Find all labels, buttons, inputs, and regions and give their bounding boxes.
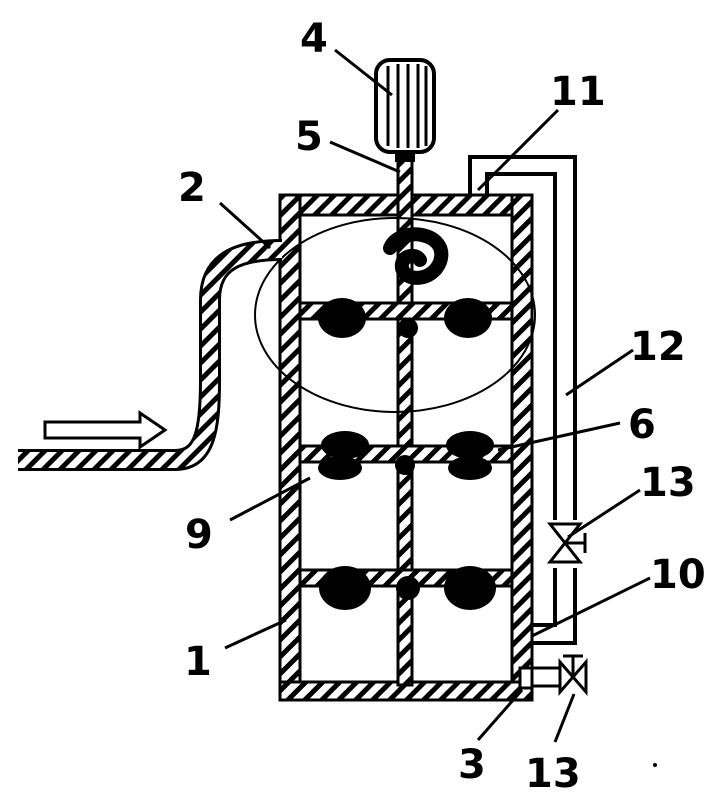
stray-dot (653, 763, 657, 767)
label-circulation-pipe: 12 (630, 324, 686, 370)
label-inlet: 2 (178, 165, 206, 211)
valve-icon (546, 520, 587, 568)
spiral-agitator (383, 227, 449, 285)
bottom-outlet (518, 666, 564, 690)
leader-lines (218, 48, 651, 743)
nozzles (318, 298, 496, 610)
label-nozzle: 9 (185, 512, 213, 558)
label-plate: 6 (628, 402, 656, 448)
label-vessel: 1 (184, 639, 212, 685)
label-valve-upper: 13 (640, 460, 696, 506)
detail-circle (254, 217, 536, 413)
inlet-pipe (18, 239, 283, 471)
arrow-right-icon (43, 410, 168, 450)
label-motor: 4 (300, 16, 328, 62)
label-shaft: 5 (295, 114, 323, 160)
label-bottom-outlet: 3 (458, 742, 486, 788)
label-return-pipe-upper: 11 (550, 69, 606, 115)
label-return-pipe-lower: 10 (650, 552, 706, 598)
valve-icon (558, 654, 588, 697)
labels: 1 2 3 4 5 6 9 10 11 12 13 13 (178, 16, 706, 797)
motor-icon (374, 58, 436, 162)
label-valve-lower: 13 (525, 751, 581, 797)
